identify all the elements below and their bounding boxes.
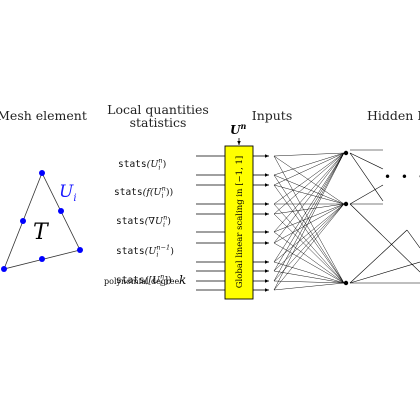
connection-line xyxy=(273,152,345,176)
mesh-vertex-left xyxy=(1,266,7,272)
connection-line xyxy=(273,155,345,205)
hidden-node-middle xyxy=(343,201,349,207)
scaled-output-arrows xyxy=(253,154,269,292)
connection-line xyxy=(273,152,345,205)
connection-line xyxy=(273,152,345,215)
local-quantities-heading: Local quantities xyxy=(107,102,209,117)
statistics-heading: statistics xyxy=(130,115,187,130)
connection-line xyxy=(273,152,345,157)
connection-line xyxy=(273,184,345,205)
hidden-layer-2-connections xyxy=(349,149,420,284)
stat-label-jump: stats([Uin]) xyxy=(116,273,172,288)
connection-line xyxy=(273,203,345,291)
mesh-triangle: T Ui xyxy=(1,170,83,272)
stat-label-gradient: stats(∇Uin) xyxy=(116,214,171,229)
mesh-edge-node-right xyxy=(58,208,64,214)
connection-line xyxy=(273,203,345,215)
mesh-edge-node-left xyxy=(20,218,26,224)
hidden-layers-heading: Hidden La xyxy=(367,108,420,123)
connection-line xyxy=(273,152,345,233)
connection-line xyxy=(273,152,345,263)
stat-label-previous: stats(Uin−1) xyxy=(116,244,174,259)
connection-line xyxy=(273,203,345,233)
connection-line xyxy=(273,231,345,284)
connection-line xyxy=(273,152,345,282)
stat-label-u: stats(Uin) xyxy=(118,157,166,172)
hidden-node-bottom xyxy=(343,280,349,286)
connection-line xyxy=(273,280,345,284)
connection-line xyxy=(273,152,345,244)
mesh-element-heading: Mesh element xyxy=(0,108,87,123)
connection-line xyxy=(273,203,345,282)
connection-line xyxy=(273,152,345,186)
stat-label-flux: stats(f(Uin)) xyxy=(114,185,173,200)
connection-line xyxy=(273,203,345,272)
connection-line xyxy=(273,174,345,284)
connection-line xyxy=(273,152,345,272)
hidden-node-top xyxy=(343,150,349,156)
connection-line xyxy=(273,203,345,263)
connection-line xyxy=(273,242,345,284)
mesh-element-label: T xyxy=(33,220,50,245)
global-scaling-label: Global linear scaling in [−1, 1] xyxy=(235,156,245,288)
connection-line xyxy=(273,203,345,244)
global-scaling-box xyxy=(224,145,254,300)
connection-line xyxy=(273,152,345,291)
mesh-vertex-right xyxy=(77,247,83,253)
connection-line xyxy=(273,155,345,284)
connection-line xyxy=(273,270,345,284)
connection-line xyxy=(273,184,345,284)
mesh-edge-node-bottom xyxy=(39,256,45,262)
connection-line xyxy=(273,213,345,284)
inputs-heading: Inputs xyxy=(252,108,292,123)
input-to-hidden-connections xyxy=(273,152,345,291)
connection-line xyxy=(273,261,345,284)
stat-input-lines xyxy=(196,155,225,291)
input-marker-label: Un xyxy=(230,121,246,137)
stats-labels: stats(Uin) stats(f(Uin)) stats(∇Uin) sta… xyxy=(104,157,186,288)
mesh-vertex-top xyxy=(39,170,45,176)
connection-line xyxy=(273,282,345,291)
hidden-layer-1-nodes xyxy=(343,150,349,286)
connection-line xyxy=(273,203,345,284)
degree-symbol: k xyxy=(179,273,186,287)
degree-label: polynomial degree xyxy=(104,277,180,286)
hidden-layers-ellipsis: • • • xyxy=(384,170,420,184)
mesh-data-label: Ui xyxy=(59,182,77,204)
